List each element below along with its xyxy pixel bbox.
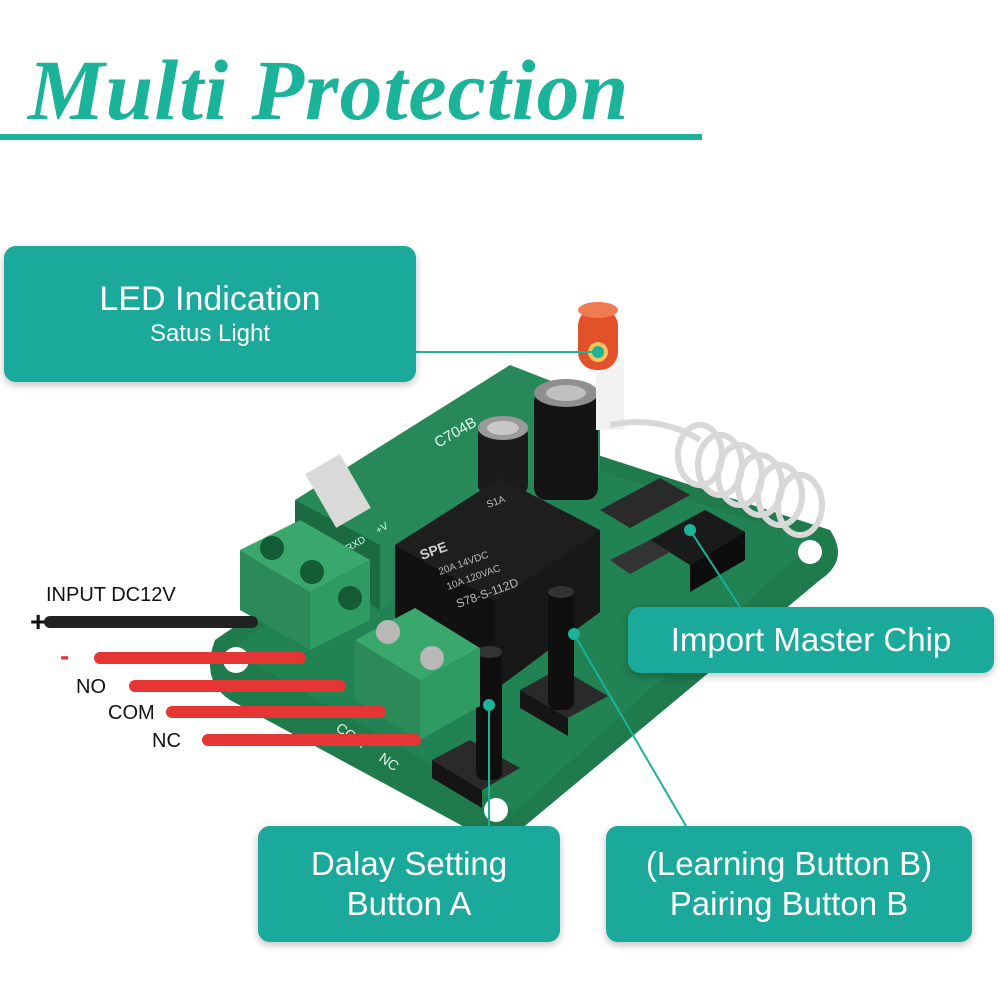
callout-pairing-line2: Pairing Button B — [669, 885, 909, 922]
callout-delay-line2: Button A — [346, 885, 472, 922]
input-voltage-label: INPUT DC12V — [46, 584, 176, 606]
crystal-oscillator — [305, 454, 371, 528]
page-title: Multi Protection — [28, 42, 630, 138]
wires — [44, 616, 421, 746]
title-underline — [0, 134, 702, 140]
label-no: NO — [76, 676, 106, 698]
master-chip — [600, 478, 745, 592]
callout-chip-title: Import Master Chip — [670, 621, 952, 658]
mounting-hole — [798, 540, 822, 564]
callout-led-subtitle: Satus Light — [149, 320, 271, 347]
capacitor-right — [534, 379, 598, 500]
minus-sign: - — [60, 640, 70, 671]
capacitor-left — [478, 416, 528, 495]
status-led — [578, 302, 624, 430]
callout-delay-setting: Dalay Setting Button A — [258, 826, 560, 942]
label-nc: NC — [152, 730, 181, 752]
terminal-block — [240, 520, 480, 740]
plus-sign: + — [30, 606, 47, 637]
callout-pairing-button: (Learning Button B) Pairing Button B — [606, 826, 972, 942]
callout-led-indication: LED Indication Satus Light — [4, 246, 416, 382]
antenna-coil — [609, 419, 825, 538]
label-com: COM — [108, 702, 155, 724]
leader-lines — [416, 346, 741, 827]
callout-master-chip: Import Master Chip — [628, 607, 994, 673]
mounting-hole — [484, 798, 508, 822]
callout-delay-line1: Dalay Setting — [310, 845, 508, 882]
button-b — [520, 586, 608, 736]
callout-pairing-line1: (Learning Button B) — [645, 845, 933, 882]
callout-led-title: LED Indication — [99, 280, 321, 318]
